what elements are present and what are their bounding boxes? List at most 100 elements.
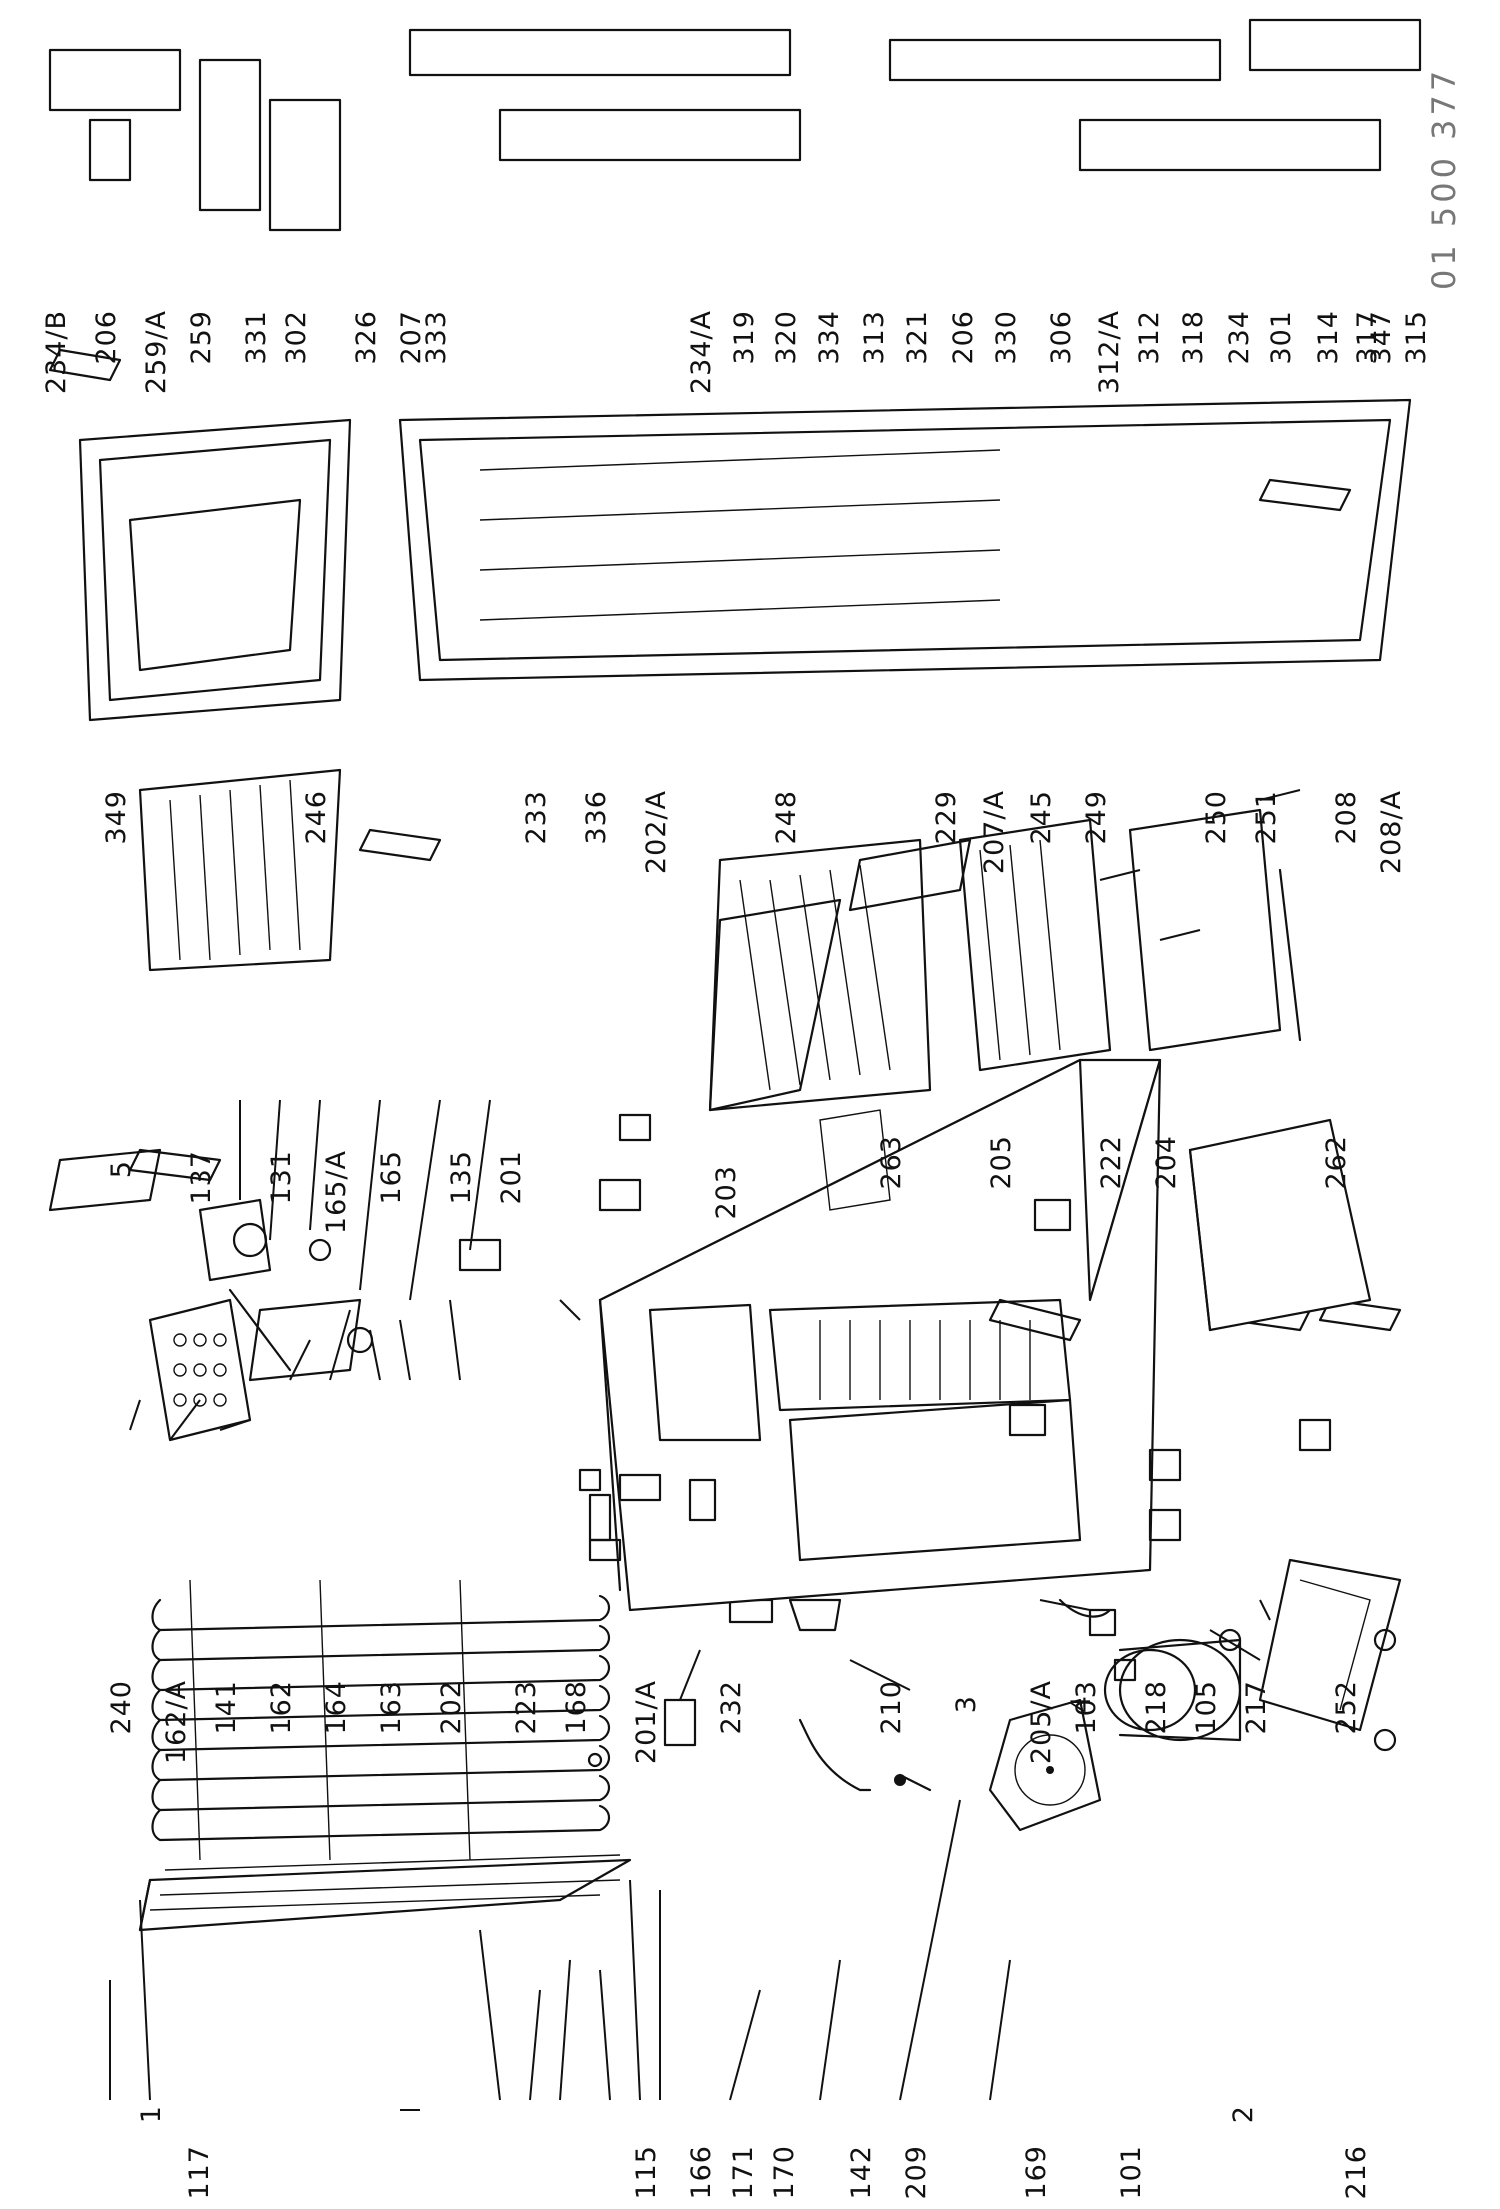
part-number-label: 251 [1251,790,1282,845]
part-number-label: 223 [511,1680,542,1735]
part-number-label: 347 [1366,310,1397,365]
part-number-label: 245 [1026,790,1057,845]
part-number-label: 312 [1134,310,1165,365]
part-number-label: 233 [521,790,552,845]
part-number-label: 162 [266,1680,297,1735]
part-number-label: 209 [901,2145,932,2200]
part-number-label: 207 [396,310,427,365]
part-number-label: 135 [446,1150,477,1205]
part-number-label: 336 [581,790,612,845]
part-number-label: 205/A [1026,1680,1057,1764]
part-number-label: 246 [301,790,332,845]
part-number-label: 222 [1096,1135,1127,1190]
part-number-label: 318 [1178,310,1209,365]
part-number-label: 349 [101,790,132,845]
part-number-label: 313 [859,310,890,365]
part-number-label: 170 [769,2145,800,2200]
part-number-label: 333 [421,310,452,365]
part-number-label: 117 [184,2145,215,2200]
part-number-label: 217 [1241,1680,1272,1735]
part-number-label: 142 [846,2145,877,2200]
part-number-label: 248 [771,790,802,845]
part-number-label: 319 [729,310,760,365]
crisper-drawing [1188,1118,1372,1332]
part-number-label: 163 [376,1680,407,1735]
part-number-label: 216 [1341,2145,1372,2200]
part-number-label: 115 [631,2145,662,2200]
part-number-label: 206 [91,310,122,365]
fridge-door-drawing [48,18,1422,682]
part-number-label: 263 [876,1135,907,1190]
part-number-label: 301 [1266,310,1297,365]
part-number-label: 205 [986,1135,1017,1190]
part-number-label: 326 [351,310,382,365]
part-number-label: 5 [106,1160,137,1178]
part-number-label: 208 [1331,790,1362,845]
part-number-label: 201 [496,1150,527,1205]
part-number-label: 3 [951,1695,982,1713]
part-number-label: 234/B [41,310,72,394]
part-number-label: 206 [948,310,979,365]
part-number-label: 259 [186,310,217,365]
part-number-label: 259/A [141,310,172,394]
part-number-label: 204 [1151,1135,1182,1190]
part-number-label: 312/A [1094,310,1125,394]
part-number-label: 202 [436,1680,467,1735]
part-number-label: 218 [1141,1680,1172,1735]
part-number-label: 141 [211,1680,242,1735]
part-number-label: 302 [281,310,312,365]
thermostat-parts-drawing [198,1198,374,1382]
part-number-label: 165/A [321,1150,352,1234]
part-number-label: 250 [1201,790,1232,845]
accessories-drawing [48,1148,252,1442]
freezer-door-drawing [78,418,352,722]
part-number-label: 315 [1401,310,1432,365]
part-number-label: 252 [1331,1680,1362,1735]
part-number-label: 262 [1321,1135,1352,1190]
hinges-drawing [458,1113,1332,1542]
part-number-label: 201/A [631,1680,662,1764]
part-number-label: 210 [876,1680,907,1735]
part-number-label: 207/A [979,790,1010,874]
part-number-label: 164 [321,1680,352,1735]
part-number-label: 162/A [161,1680,192,1764]
part-number-label: 137 [186,1150,217,1205]
part-number-label: 320 [771,310,802,365]
part-number-label: 234 [1224,310,1255,365]
drip-tray-drawing [988,1698,1102,1832]
part-number-label: 240 [106,1680,137,1735]
part-number-label: 331 [241,310,272,365]
part-number-label: 1 [136,2105,167,2123]
part-number-label: 203 [711,1165,742,1220]
part-number-label: 321 [902,310,933,365]
part-number-label: 131 [266,1150,297,1205]
part-number-label: 232 [716,1680,747,1735]
part-number-label: 306 [1046,310,1077,365]
part-number-label: 2 [1228,2105,1259,2123]
part-number-label: 249 [1081,790,1112,845]
part-number-label: 166 [686,2145,717,2200]
part-number-label: 330 [991,310,1022,365]
part-number-label: 202/A [641,790,672,874]
compressor-drawing [1103,1628,1242,1742]
part-number-label: 169 [1021,2145,1052,2200]
shelves-drawing [708,808,1302,1211]
part-number-label: 101 [1116,2145,1147,2200]
part-number-label: 4 [1066,1695,1097,1713]
part-number-label: 208/A [1376,790,1407,874]
part-number-label: 168 [561,1680,592,1735]
freezer-rack-drawing [138,768,342,972]
part-number-label: 171 [728,2145,759,2200]
condenser-coil-drawing [138,1579,632,1932]
cabinet-drawing [598,1058,1162,1612]
document-code: 01 500 377 [1425,67,1463,290]
part-label-layer: 117 1 115 166 171 170 142 209 169 101 2 216 240 162/A… [41,310,1432,2200]
leader-lines [109,789,1301,2111]
part-number-label: 317 [1352,310,1383,365]
part-number-label: 234/A [686,310,717,394]
part-number-label: 334 [814,310,845,365]
part-number-label: 103 [1071,1680,1102,1735]
part-number-label: 314 [1313,310,1344,365]
